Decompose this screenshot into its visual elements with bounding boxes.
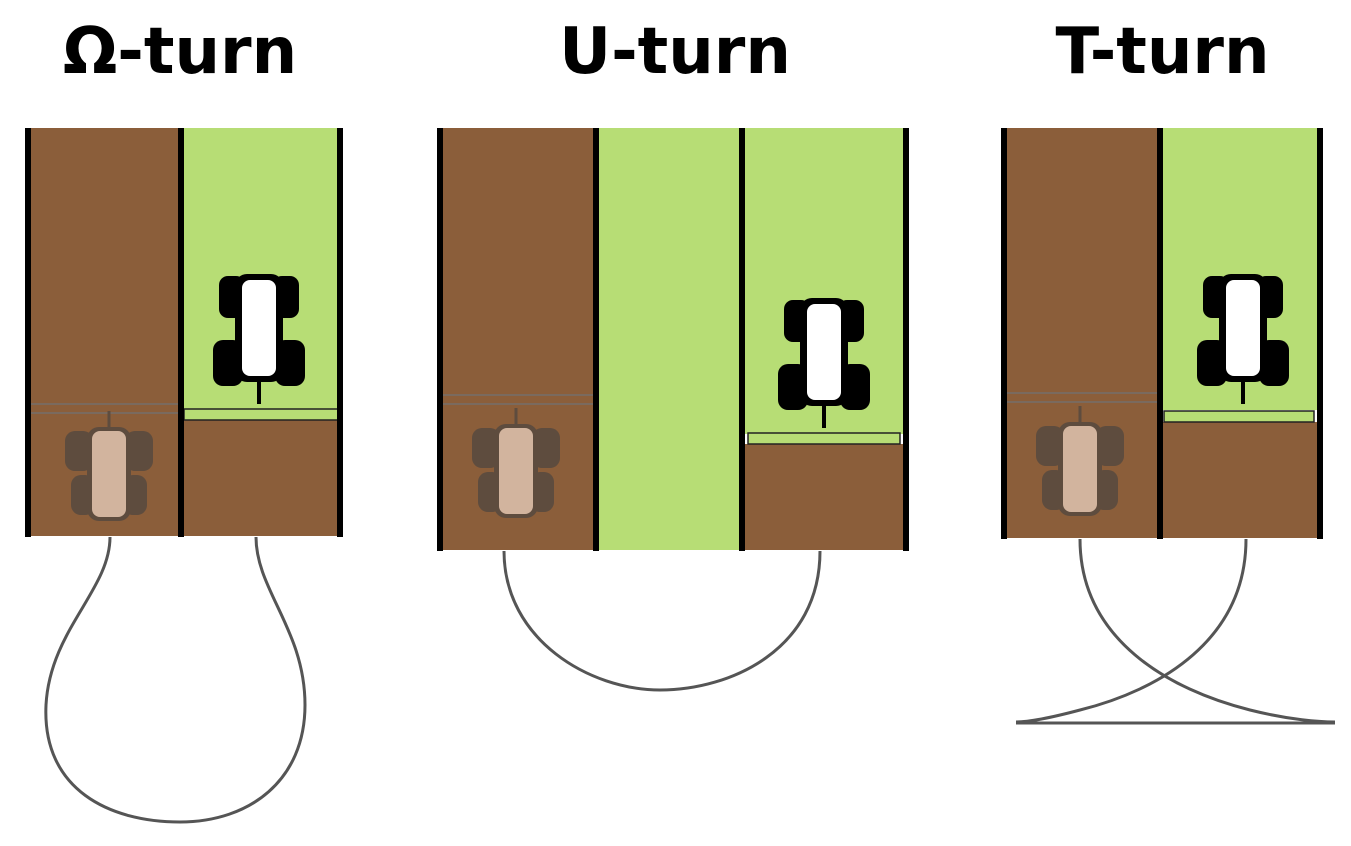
crop-strip [596,128,742,550]
omega-turn-panel [25,128,343,824]
u-turn-panel [437,128,909,692]
crop-line [747,432,901,445]
u-turn-path [502,550,822,692]
omega-turn-title: Ω-turn [62,15,298,89]
t-turn-panel [1001,128,1336,725]
soil-strip [182,420,340,536]
crop-line [1163,410,1315,423]
crop-line [183,408,339,421]
soil-strip [1160,422,1320,538]
soil-strip [742,444,906,550]
t-turn-path-right [1015,538,1248,724]
u-turn-title: U-turn [559,15,791,89]
t-turn-title: T-turn [1055,15,1270,89]
t-turn-path-left [1078,538,1336,724]
omega-turn-path [44,536,307,824]
